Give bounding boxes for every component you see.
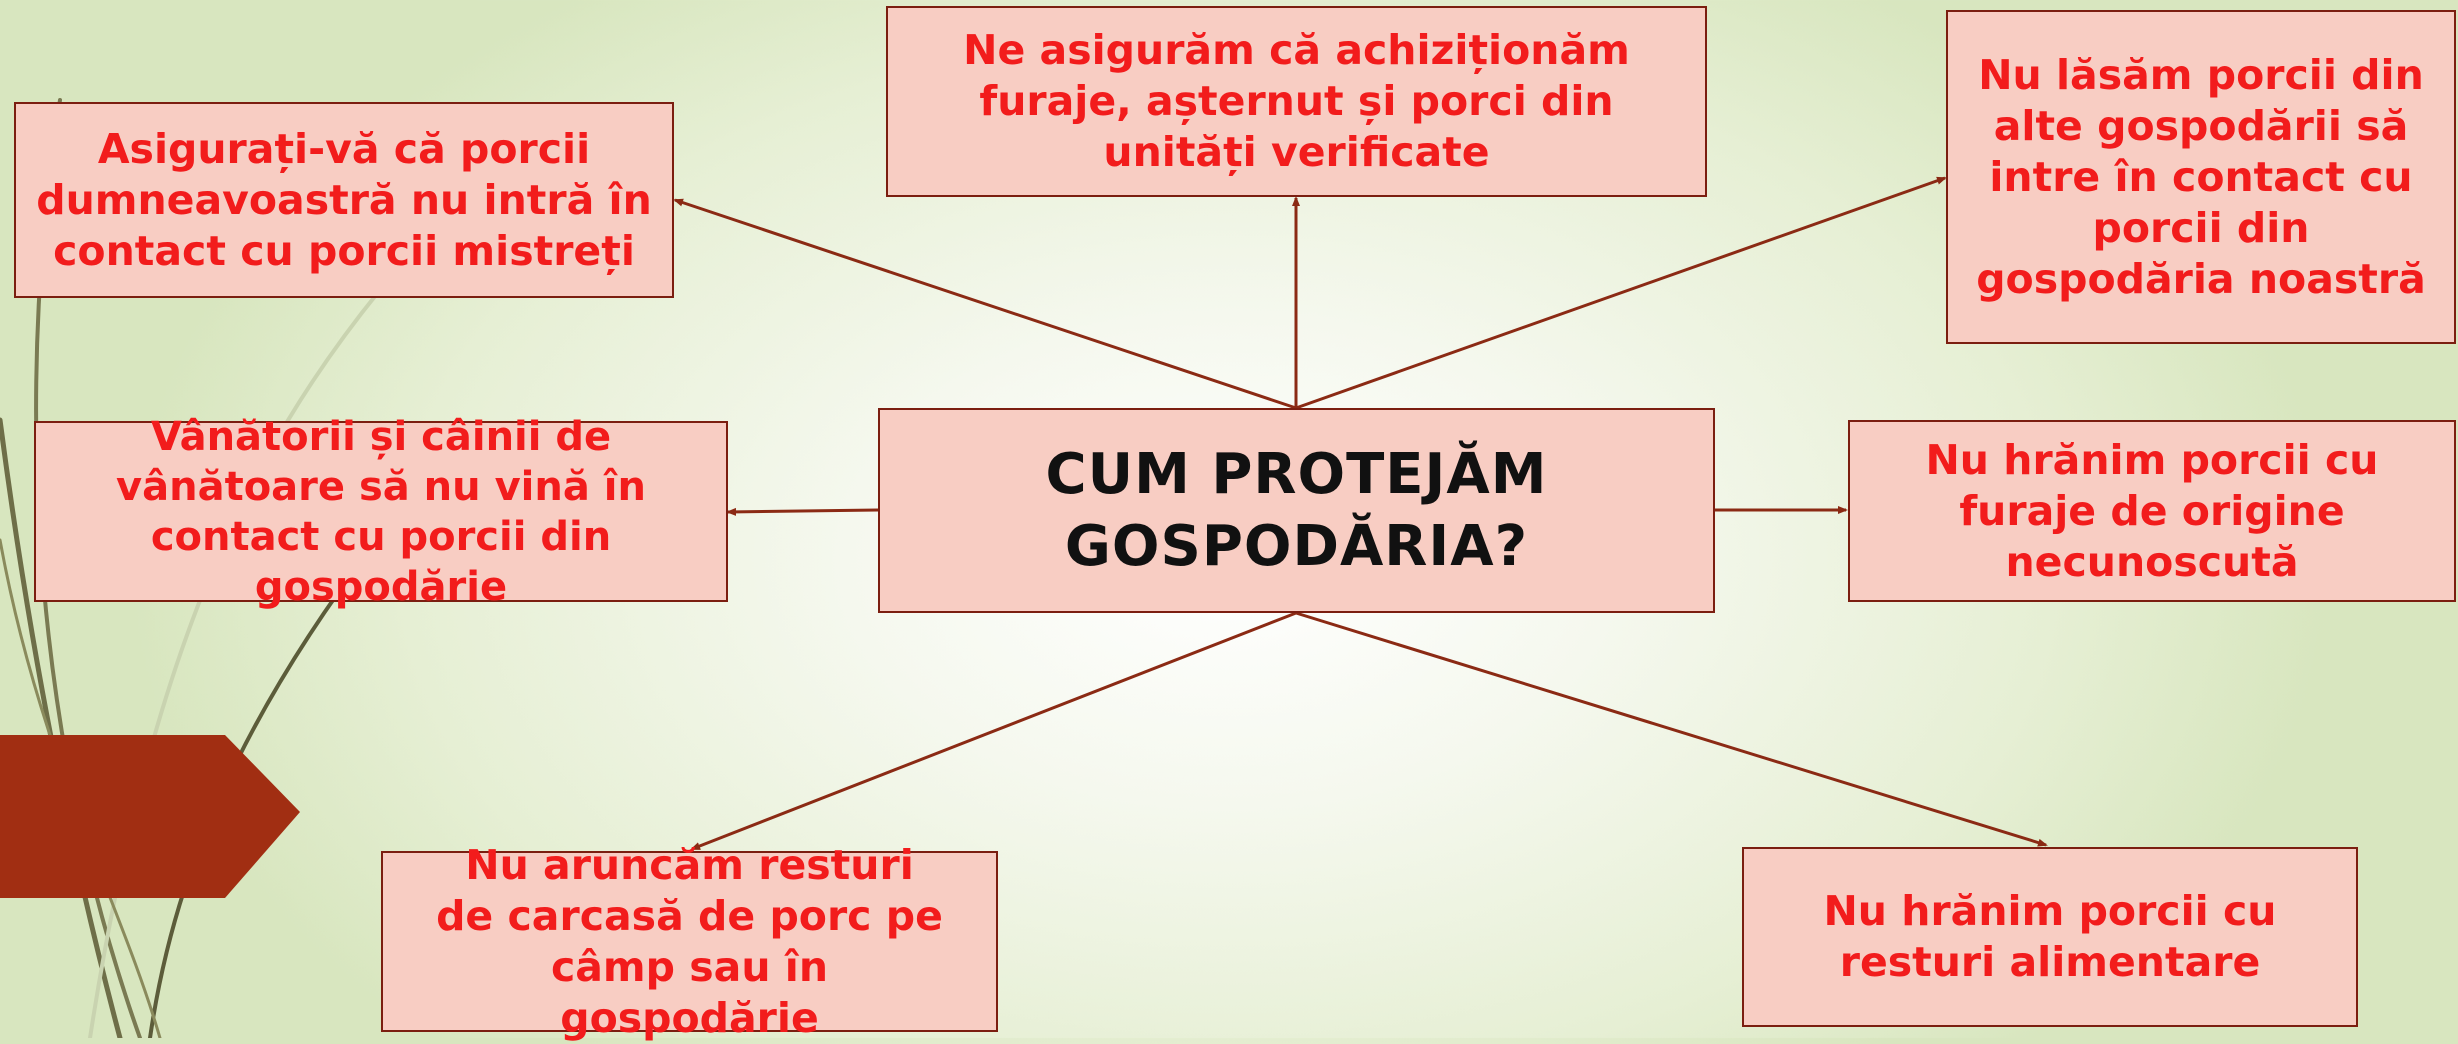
box-wild-boar-contact: Asigurați-vă că porcii dumneavoastră nu … bbox=[14, 102, 674, 298]
box-other-households-pigs: Nu lăsăm porcii din alte gospodării să i… bbox=[1946, 10, 2456, 344]
arrow-to-bottom-right bbox=[1295, 611, 2048, 847]
box-verified-suppliers: Ne asigurăm că achiziționăm furaje, aște… bbox=[886, 6, 1707, 197]
box-hunters-and-dogs: Vânătorii și câinii de vânătoare să nu v… bbox=[34, 414, 728, 610]
arrow-to-top-left bbox=[673, 198, 1297, 410]
arrow-to-top-right bbox=[1295, 176, 1947, 410]
arrow-to-bottom-left bbox=[690, 611, 1297, 851]
arrow-to-left bbox=[726, 507, 879, 516]
center-box-title: CUM PROTEJĂM GOSPODĂRIA? bbox=[878, 408, 1715, 613]
box-food-waste: Nu hrănim porcii cu resturi alimentare bbox=[1742, 847, 2358, 1027]
accent-tab bbox=[0, 735, 300, 898]
box-carcass-remains: Nu aruncăm resturi de carcasă de porc pe… bbox=[381, 841, 998, 1042]
box-unknown-feed: Nu hrănim porcii cu furaje de origine ne… bbox=[1848, 420, 2456, 602]
